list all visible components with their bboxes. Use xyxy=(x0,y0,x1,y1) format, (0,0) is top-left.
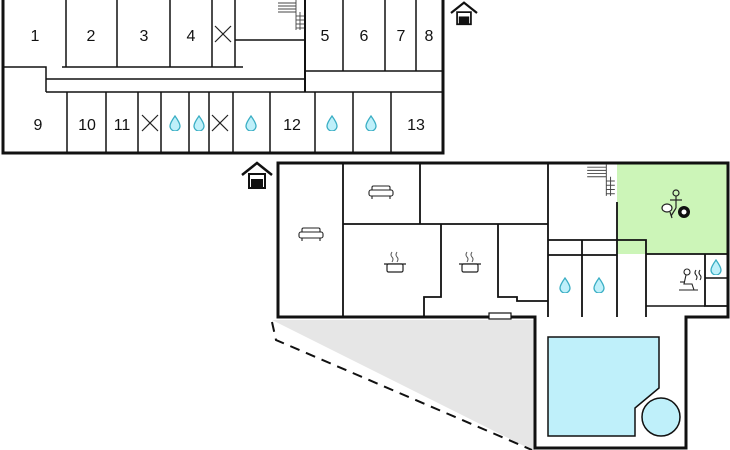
room-label-10: 10 xyxy=(78,117,96,134)
water-drop-icon xyxy=(593,277,605,293)
entrance-icon xyxy=(240,161,274,190)
x-mark-icon xyxy=(141,114,159,132)
stairs-icon xyxy=(586,164,616,197)
sofa-icon xyxy=(368,185,394,200)
activity-room xyxy=(617,164,728,254)
sofa-icon xyxy=(298,227,324,242)
sauna-icon xyxy=(679,268,702,291)
water-drop-icon xyxy=(169,115,181,131)
water-drop-icon xyxy=(193,115,205,131)
water-drop-icon xyxy=(710,259,722,275)
room-label-11: 11 xyxy=(114,117,131,134)
hot-tub xyxy=(641,397,681,437)
room-label-7: 7 xyxy=(397,28,406,45)
room-label-9: 9 xyxy=(34,117,43,134)
room-label-3: 3 xyxy=(140,28,149,45)
pool xyxy=(547,336,660,437)
upper-outer-wall xyxy=(1,0,445,155)
x-mark-icon xyxy=(214,25,232,43)
water-drop-icon xyxy=(365,115,377,131)
terrace-dashed-edge xyxy=(271,321,533,450)
water-drop-icon xyxy=(245,115,257,131)
billiards-icon xyxy=(678,206,690,218)
entrance-icon xyxy=(449,1,479,26)
room-label-1: 1 xyxy=(31,28,40,45)
terrace xyxy=(272,320,535,450)
room-label-8: 8 xyxy=(425,28,434,45)
stairs-icon xyxy=(277,0,305,31)
upper-building xyxy=(1,0,445,155)
water-drop-icon xyxy=(326,115,338,131)
lower-building xyxy=(276,161,730,450)
room-label-6: 6 xyxy=(360,28,369,45)
room-label-12: 12 xyxy=(283,117,301,134)
table-tennis-icon xyxy=(661,189,682,219)
cooking-pot-icon xyxy=(458,251,482,273)
lower-outer-wall xyxy=(276,161,730,450)
water-drop-icon xyxy=(559,277,571,293)
room-label-4: 4 xyxy=(187,28,196,45)
room-label-5: 5 xyxy=(321,28,330,45)
room-label-2: 2 xyxy=(87,28,96,45)
cooking-pot-icon xyxy=(383,251,407,273)
x-mark-icon xyxy=(211,114,229,132)
room-label-13: 13 xyxy=(407,117,425,134)
